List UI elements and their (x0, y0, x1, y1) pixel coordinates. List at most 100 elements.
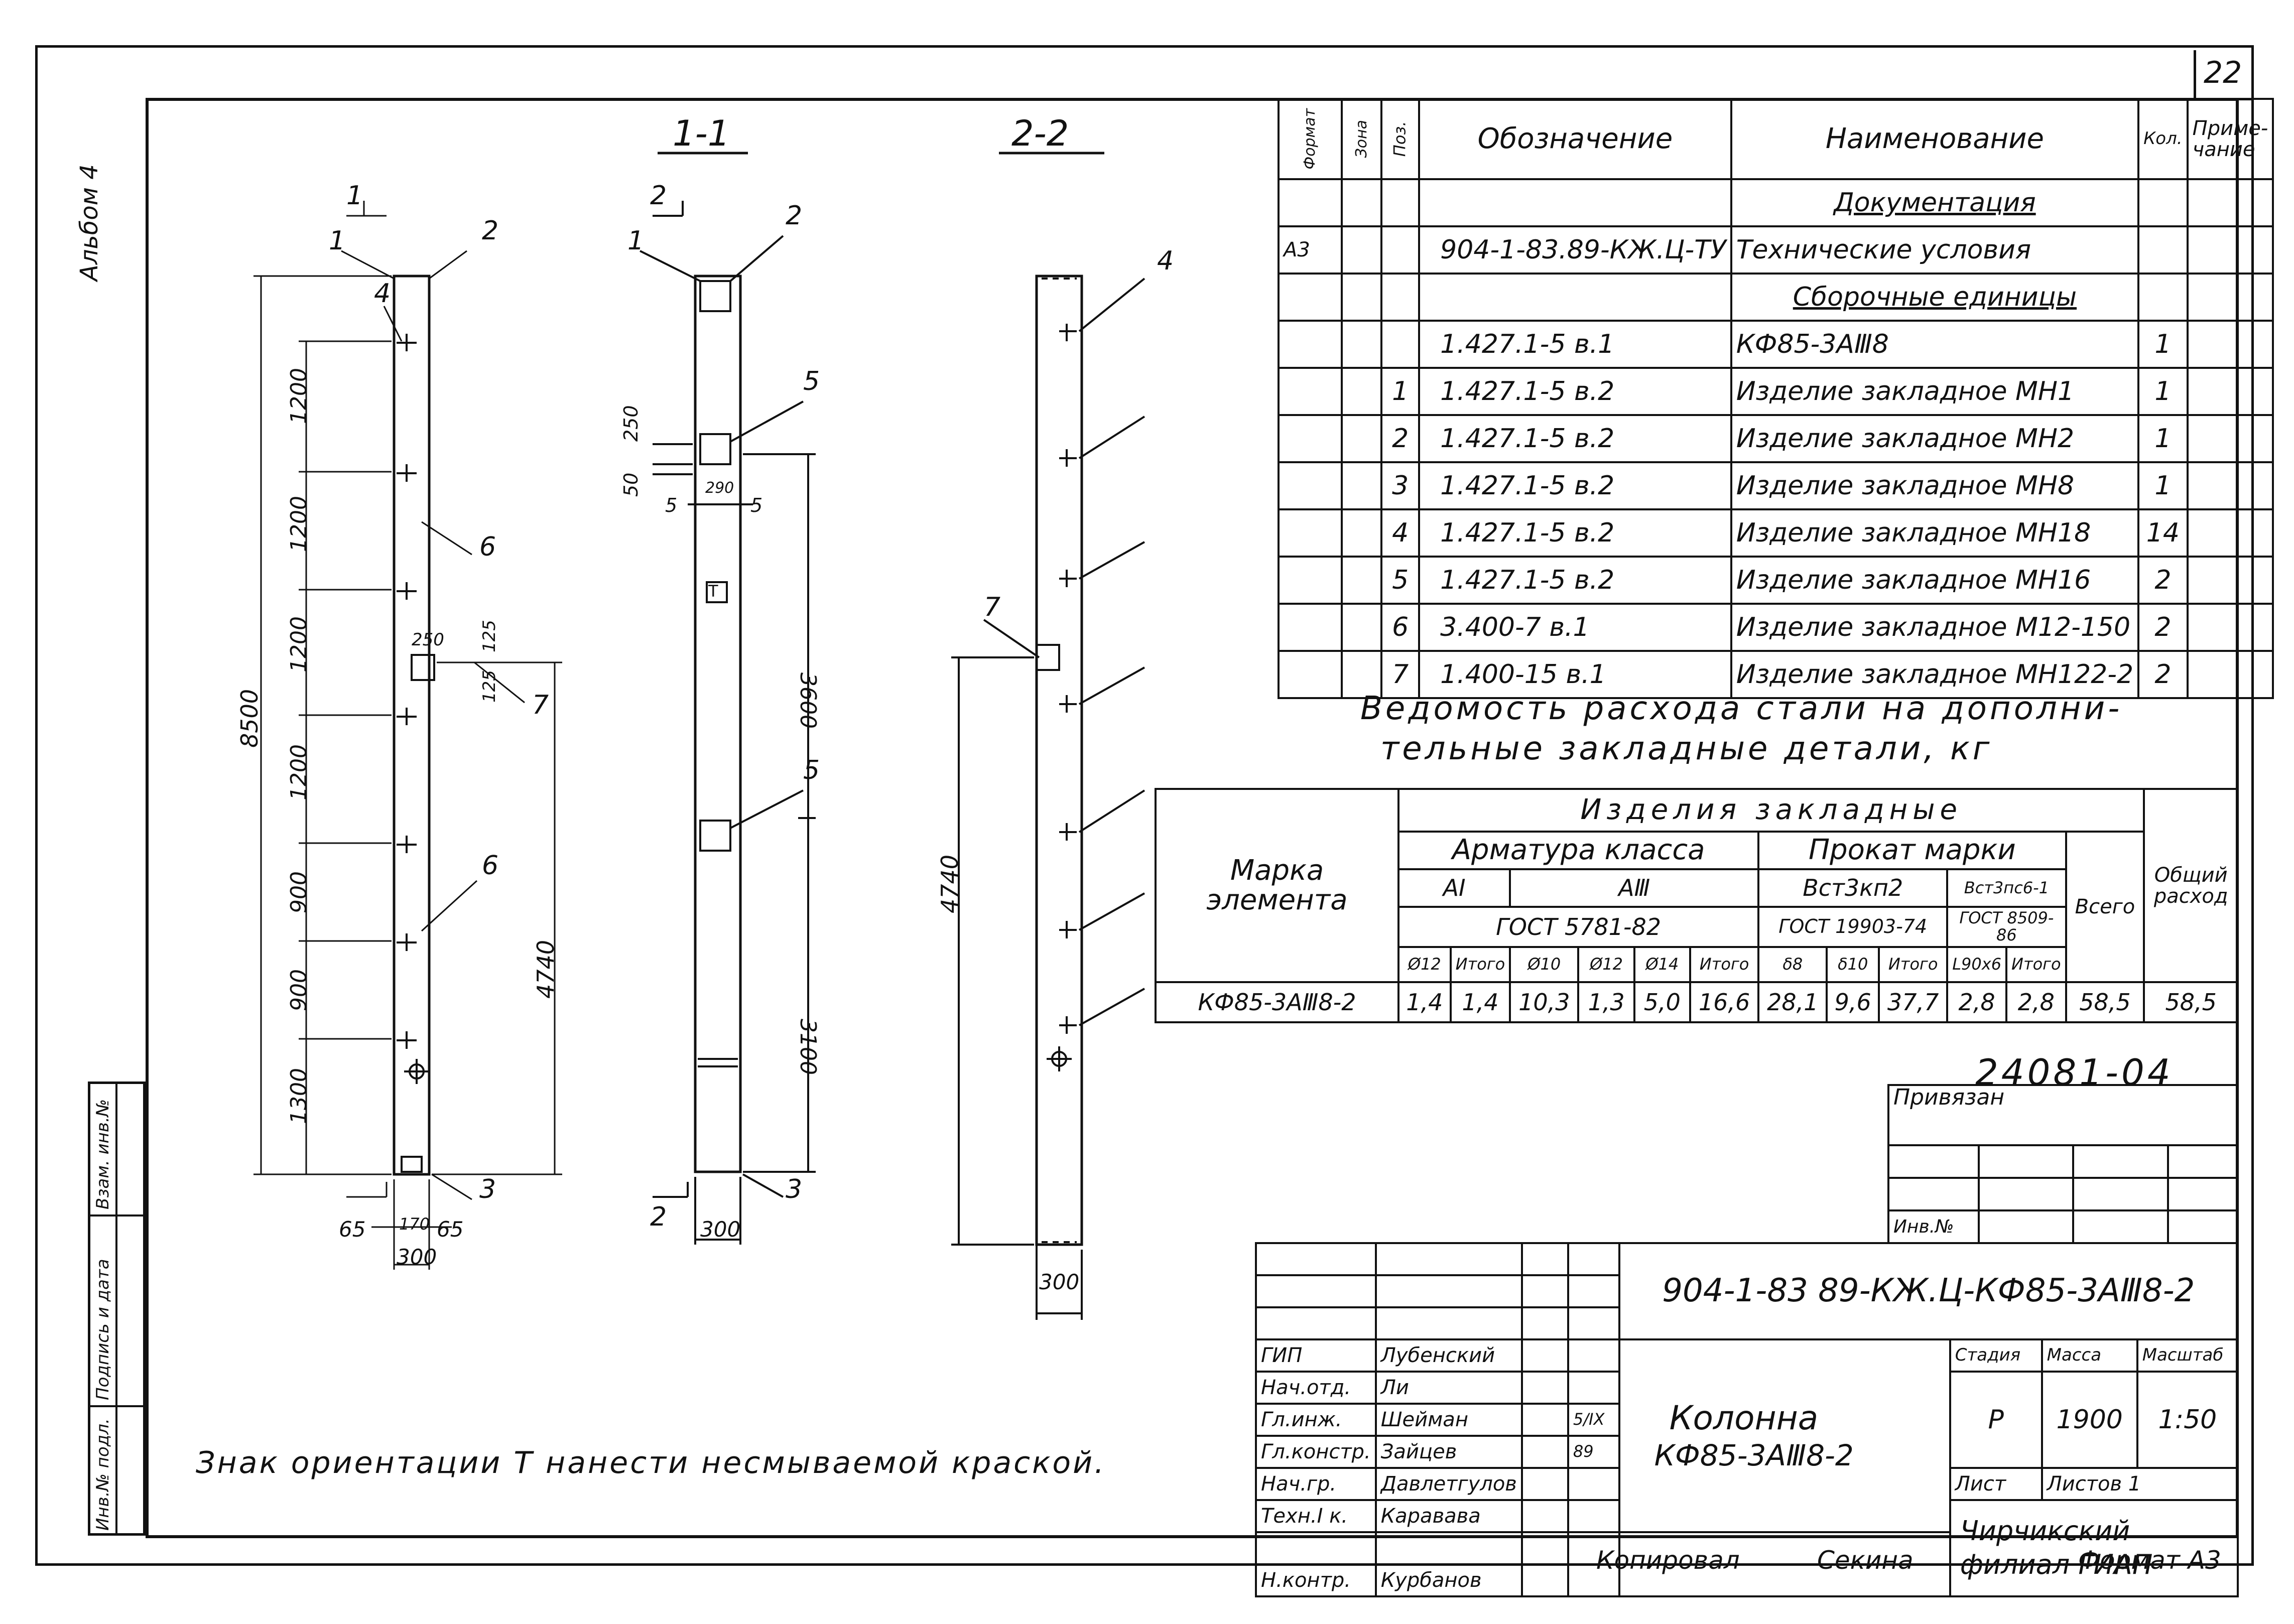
spec-cell-pos: 3 (1380, 461, 1421, 510)
spec-cell-name: Сборочные единицы (1730, 273, 2140, 322)
spec-cell-zone (1340, 603, 1383, 652)
spec-cell-designation: 1.400-15 в.1 (1418, 650, 1732, 699)
footer-copied: Копировал (1596, 1546, 1740, 1575)
spec-cell-pos (1380, 320, 1421, 369)
spec-row: Сборочные единицы (1278, 273, 2274, 322)
spec-head-qty: Кол. (2137, 98, 2189, 180)
s1-dim-250: 250 (620, 405, 642, 442)
spec-cell-format (1278, 178, 1343, 227)
steel-rolled-header: Прокат марки (1757, 831, 2067, 870)
spec-cell-format: А3 (1278, 225, 1343, 275)
spec-cell-name: Изделие закладное М12-150 (1730, 603, 2140, 652)
s1-dim-5b: 5 (750, 494, 763, 516)
role-3: Гл.констр. (1255, 1435, 1377, 1469)
name-2: Шейман (1374, 1403, 1523, 1437)
steel-row-value: 1,4 (1449, 981, 1511, 1023)
spec-cell-format (1278, 273, 1343, 322)
orientation-sign: Т (708, 582, 718, 601)
front-callout-7: 7 (532, 690, 549, 720)
spec-head-format: Формат (1278, 98, 1343, 180)
steel-row-value: 2,8 (1946, 981, 2008, 1023)
steel-row-value: 9,6 (1826, 981, 1880, 1023)
front-bottom-65b: 65 (437, 1217, 464, 1242)
steel-row-value: 37,7 (1878, 981, 1949, 1023)
spec-cell-format (1278, 414, 1343, 463)
steel-col-header: Итого (1449, 946, 1511, 983)
spec-cell-format (1278, 650, 1343, 699)
front-callout-6a: 6 (479, 532, 496, 562)
spec-cell-qty: 1 (2137, 461, 2189, 510)
spec-cell-qty (2137, 273, 2189, 322)
role-2: Гл.инж. (1255, 1403, 1377, 1437)
role-4: Нач.гр. (1255, 1467, 1377, 1501)
steel-gost-rebar: ГОСТ 5781-82 (1397, 906, 1760, 948)
front-callout-1: 1 (329, 226, 346, 256)
inv-no-label: Инв.№ (1887, 1209, 1980, 1244)
s1-height-3100: 3100 (795, 1019, 821, 1075)
front-dim-5: 900 (286, 871, 312, 913)
spec-cell-name: Изделие закладное МН8 (1730, 461, 2140, 510)
binding-block: Привязан Инв.№ (1887, 1084, 2239, 1244)
spec-cell-zone (1340, 414, 1383, 463)
front-dim-2: 1200 (286, 496, 312, 552)
s1-dim-5a: 5 (665, 494, 678, 516)
scale-header: Масштаб (2136, 1338, 2239, 1373)
front-dim-4: 1200 (286, 744, 312, 800)
spec-head-designation: Обозначение (1418, 98, 1732, 180)
orientation-note: Знак ориентации Т нанести несмываемой кр… (196, 1445, 1106, 1480)
spec-cell-pos (1380, 178, 1421, 227)
name-5: Каравава (1374, 1499, 1523, 1533)
spec-cell-designation: 3.400-7 в.1 (1418, 603, 1732, 652)
spec-cell-note (2186, 508, 2274, 558)
spec-cell-name: Изделие закладное МН16 (1730, 556, 2140, 605)
s2-width: 300 (1039, 1270, 1080, 1294)
object-title: Колонна (1669, 1398, 1819, 1437)
front-callout-4: 4 (374, 279, 391, 309)
spec-cell-note (2186, 556, 2274, 605)
spec-cell-pos: 2 (1380, 414, 1421, 463)
spec-cell-format (1278, 461, 1343, 510)
s1-callout-5b: 5 (803, 755, 820, 785)
s2-callout-7: 7 (984, 592, 1001, 622)
spec-cell-note (2186, 225, 2274, 275)
steel-col-header: Ø12 (1577, 946, 1635, 983)
steel-grade-vst2: Вст3пс6-1 (1946, 868, 2067, 908)
front-bottom-width: 300 (397, 1245, 437, 1269)
spec-cell-name: Изделие закладное МН1 (1730, 367, 2140, 416)
spec-cell-designation: 1.427.1-5 в.2 (1418, 414, 1732, 463)
steel-class-a1: АI (1397, 868, 1511, 908)
spec-cell-zone (1340, 178, 1383, 227)
mass-header: Масса (2041, 1338, 2138, 1373)
steel-row-value: 10,3 (1509, 981, 1580, 1023)
steel-row-value: 1,4 (1397, 981, 1452, 1023)
steel-row-value: 5,0 (1633, 981, 1691, 1023)
role-5: Техн.I к. (1255, 1499, 1377, 1533)
steel-gost-rolled2: ГОСТ 8509-86 (1946, 906, 2067, 948)
steel-group-header: Изделия закладные (1397, 788, 2145, 833)
spec-cell-note (2186, 461, 2274, 510)
cut-mark-1: 1 (346, 181, 363, 211)
spec-cell-qty: 1 (2137, 320, 2189, 369)
role-6: Н.контр. (1255, 1563, 1377, 1597)
s2-callout-4: 4 (1157, 246, 1174, 276)
scale-value: 1:50 (2136, 1371, 2239, 1469)
role-0: ГИП (1255, 1338, 1377, 1373)
spec-cell-qty: 14 (2137, 508, 2189, 558)
spec-cell-note (2186, 414, 2274, 463)
name-1: Ли (1374, 1371, 1523, 1405)
front-bottom-170: 170 (399, 1214, 430, 1234)
steel-col-header: Ø14 (1633, 946, 1691, 983)
spec-row: Документация (1278, 178, 2274, 227)
date-mark-2: 89 (1567, 1435, 1620, 1469)
spec-cell-zone (1340, 508, 1383, 558)
spec-cell-name: Документация (1730, 178, 2140, 227)
s1-width: 300 (700, 1217, 741, 1242)
spec-cell-pos: 4 (1380, 508, 1421, 558)
front-insert-dim-125b: 125 (479, 670, 499, 703)
